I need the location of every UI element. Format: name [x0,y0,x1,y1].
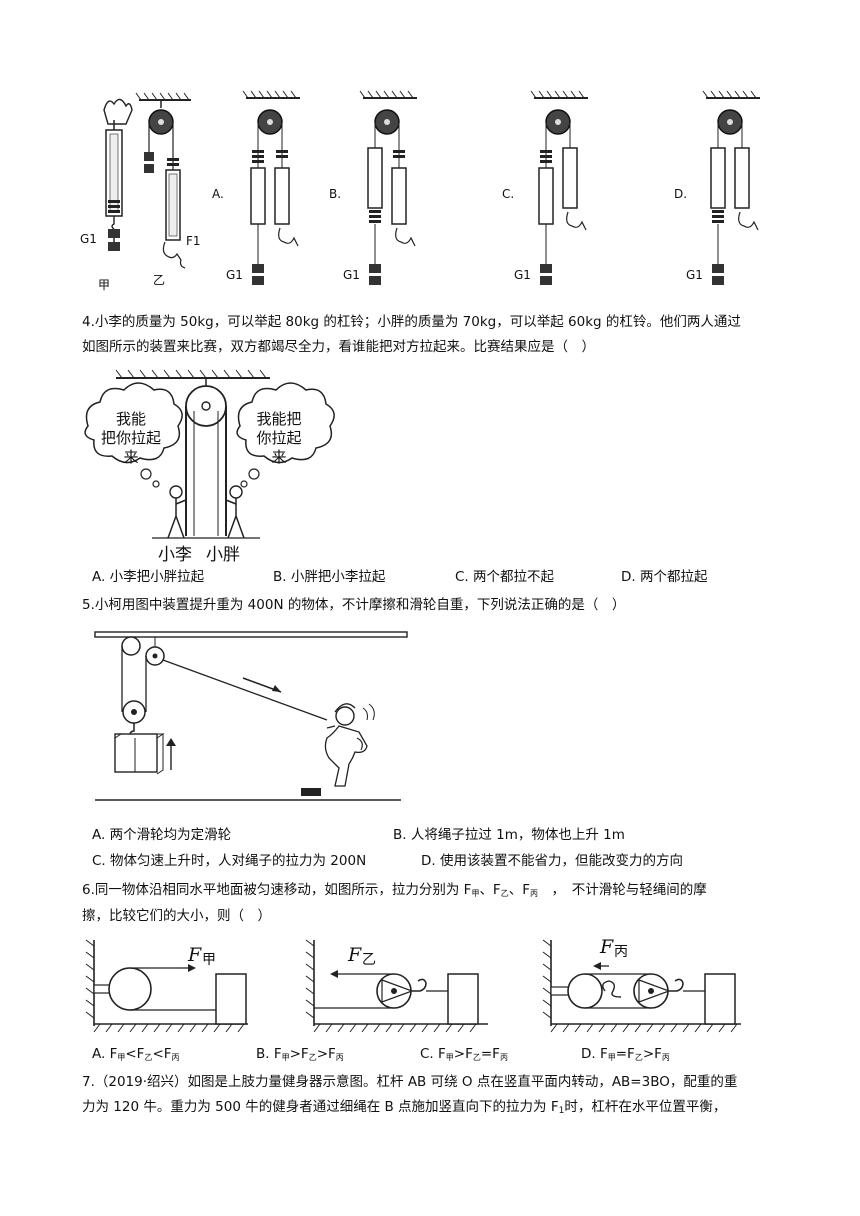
q6-option-d: D. F甲=F乙>F丙 [581,1046,670,1062]
q3-fig-a [242,90,300,285]
q3-a-g1: G1 [226,268,243,282]
q4-bubble-left: 我能 把你拉起 来 [100,410,161,466]
q5-option-d: D. 使用该装置不能省力，但能改变力的方向 [421,853,683,869]
q6-option-c: C. F甲>F乙=F丙 [420,1046,508,1062]
q6-fig-bing-f: F [600,936,614,958]
q3-option-d: D. [674,187,688,201]
q6-stem-line2: 擦，比较它们的大小，则（ ） [82,908,271,924]
q4-bubble-right: 我能把 你拉起 来 [256,410,302,466]
q6-fig-yi-sub: 乙 [362,952,376,968]
q6-fig-jia-f: F [188,944,202,966]
q3-fig-yi [135,92,191,269]
q4-option-a: A. 小李把小胖拉起 [92,569,205,585]
q6-fig-yi-f: F [348,944,362,966]
q6-fig-bing [542,939,741,1033]
q3-option-b: B. [329,187,342,201]
q5-stem: 5.小柯用图中装置提升重为 400N 的物体，不计摩擦和滑轮自重，下列说法正确的… [82,597,626,613]
q5-figure [94,631,408,801]
q6-fig-jia [85,939,248,1033]
q4-stem-line1: 4.小李的质量为 50kg，可以举起 80kg 的杠铃；小胖的质量为 70kg，… [82,314,741,330]
q3-yi-label: 乙 [153,273,166,287]
q3-f1-label: F1 [186,234,201,248]
q6-fig-jia-sub: 甲 [202,952,216,968]
q4-option-b: B. 小胖把小李拉起 [273,569,386,585]
q6-stem-line1: 6.同一物体沿相同水平地面被匀速移动，如图所示，拉力分别为 F甲、F乙、F丙 ，… [82,882,707,898]
q3-fig-d [702,90,760,285]
q4-figure [84,369,335,539]
q3-fig-jia [103,98,133,251]
q6-option-a: A. F甲<F乙<F丙 [92,1046,180,1062]
q4-name-right: 小胖 [206,545,240,565]
q5-option-a: A. 两个滑轮均为定滑轮 [92,827,232,843]
q4-option-d: D. 两个都拉起 [621,569,708,585]
q4-name-left: 小李 [158,545,192,565]
q4-option-c: C. 两个都拉不起 [455,569,555,585]
q5-option-b: B. 人将绳子拉过 1m，物体也上升 1m [393,827,625,843]
q3-g1-label: G1 [80,232,97,246]
q7-stem-line1: 7.（2019·绍兴）如图是上肢力量健身器示意图。杠杆 AB 可绕 O 点在竖直… [82,1074,738,1090]
q3-option-c: C. [502,187,515,201]
q6-fig-bing-sub: 丙 [614,944,628,960]
q4-stem-line2: 如图所示的装置来比赛，双方都竭尽全力，看谁能把对方拉起来。比赛结果应是（ ） [82,339,595,355]
q3-jia-label: 甲 [98,278,111,292]
q6-fig-yi [305,939,488,1033]
q3-fig-b [359,90,417,285]
q3-c-g1: G1 [514,268,531,282]
q3-b-g1: G1 [343,268,360,282]
q6-option-b: B. F甲>F乙>F丙 [256,1046,344,1062]
q3-fig-c [530,90,588,285]
q7-stem-line2: 力为 120 牛。重力为 500 牛的健身者通过细绳在 B 点施加竖直向下的拉力… [82,1099,727,1116]
q3-option-a: A. [212,187,224,201]
q5-option-c: C. 物体匀速上升时，人对绳子的拉力为 200N [92,853,367,869]
q3-d-g1: G1 [686,268,703,282]
